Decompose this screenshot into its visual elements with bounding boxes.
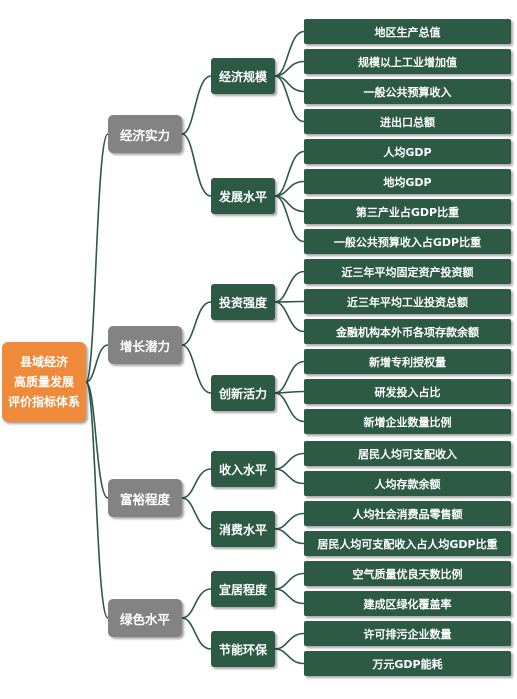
indicator-item: 居民人均可支配收入占人均GDP比重: [304, 531, 511, 556]
indicator-item: 近三年平均工业投资总额: [304, 289, 511, 314]
group-development-level: 发展水平: [211, 178, 275, 214]
root-line-3: 评价指标体系: [7, 395, 80, 409]
connector-line: [181, 617, 212, 650]
connector-line: [274, 452, 305, 470]
group-consumption-level: 消费水平: [211, 511, 275, 547]
connector-line: [181, 497, 212, 530]
indicator-item: 人均存款余额: [304, 471, 511, 496]
indicator-item: 一般公共预算收入占GDP比重: [304, 229, 511, 254]
connector-line: [274, 360, 305, 394]
connector-line: [85, 344, 109, 383]
indicator-item: 人均社会消费品零售额: [304, 501, 511, 526]
connector-line: [181, 301, 212, 346]
category-prosperity: 富裕程度: [108, 479, 182, 517]
indicator-item: 金融机构本外币各项存款余额: [304, 319, 511, 344]
category-green-level: 绿色水平: [108, 599, 182, 637]
connector-line: [274, 392, 305, 423]
indicator-item: 许可排污企业数量: [304, 621, 511, 646]
group-investment-intensity: 投资强度: [211, 284, 275, 320]
root-line-2: 高质量发展: [13, 375, 74, 389]
indicator-item: 新增专利授权量: [304, 349, 511, 374]
connector-line: [274, 632, 305, 650]
connector-line: [85, 133, 109, 383]
root-node: 县域经济 高质量发展 评价指标体系: [2, 342, 86, 422]
indicator-item: 规模以上工业增加值: [304, 49, 511, 74]
indicator-item: 新增企业数量比例: [304, 409, 511, 434]
connector-line: [274, 195, 305, 243]
category-economic-strength: 经济实力: [108, 115, 182, 153]
indicator-item: 近三年平均固定资产投资额: [304, 259, 511, 284]
indicator-item: 地区生产总值: [304, 19, 511, 44]
connector-line: [181, 133, 212, 197]
indicator-item: 进出口总额: [304, 109, 511, 134]
indicator-item: 一般公共预算收入: [304, 79, 511, 104]
connector-line: [274, 512, 305, 530]
group-livability: 宜居程度: [211, 571, 275, 607]
group-energy-saving: 节能环保: [211, 631, 275, 667]
indicator-item: 居民人均可支配收入: [304, 441, 511, 466]
connector-line: [274, 468, 305, 485]
connector-line: [274, 528, 305, 545]
root-line-1: 县域经济: [19, 355, 68, 369]
connector-line: [181, 344, 212, 394]
connector-line: [85, 381, 109, 499]
connector-line: [274, 300, 305, 303]
connector-line: [274, 270, 305, 303]
connector-line: [85, 381, 109, 619]
indicator-item: 万元GDP能耗: [304, 651, 511, 676]
indicator-item: 空气质量优良天数比例: [304, 561, 511, 586]
indicator-item: 研发投入占比: [304, 379, 511, 404]
indicator-item: 建成区绿化覆盖率: [304, 591, 511, 616]
indicator-item: 第三产业占GDP比重: [304, 199, 511, 224]
indicator-item: 人均GDP: [304, 139, 511, 164]
connector-line: [274, 301, 305, 333]
connector-line: [181, 588, 212, 619]
connector-line: [274, 75, 305, 123]
connector-line: [274, 150, 305, 197]
connector-line: [274, 30, 305, 77]
group-innovation-vitality: 创新活力: [211, 375, 275, 411]
connector-line: [274, 648, 305, 665]
group-economic-scale: 经济规模: [211, 58, 275, 94]
connector-line: [274, 588, 305, 605]
group-income-level: 收入水平: [211, 451, 275, 487]
category-growth-potential: 增长潜力: [108, 326, 182, 364]
connector-line: [181, 75, 212, 135]
indicator-item: 地均GDP: [304, 169, 511, 194]
connector-line: [181, 468, 212, 499]
connector-line: [274, 572, 305, 590]
